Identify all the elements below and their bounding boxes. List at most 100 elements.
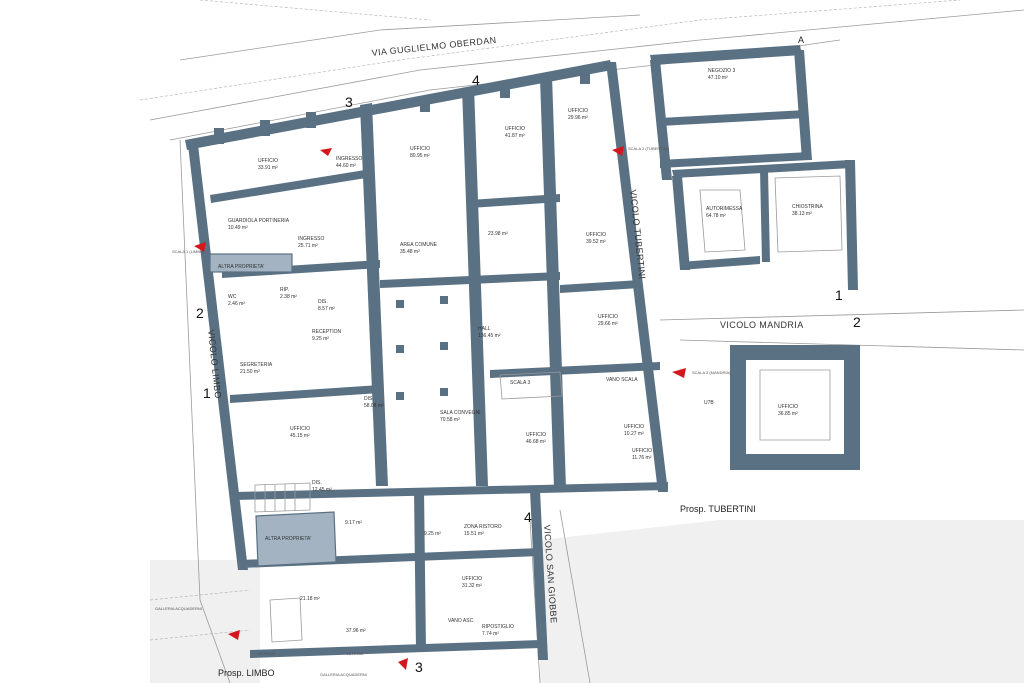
room-area-ingresso-n: 44.60 m² <box>336 163 356 169</box>
room-name-rip1: RIP. <box>280 287 289 293</box>
room-name-ingresso-w: INGRESSO <box>298 236 325 242</box>
room-area-autorimessa: 64.78 m² <box>706 213 726 219</box>
room-name-ingresso-n: INGRESSO <box>336 156 363 162</box>
section-marker-1-right: 1 <box>835 287 843 303</box>
altra-proprieta-2 <box>255 511 337 567</box>
room-name-vano-scala: VANO SCALA <box>606 377 638 383</box>
room-area-sala-convegni: 70.58 m² <box>440 417 460 423</box>
room-name-ufficio-c1: UFFICIO <box>526 432 546 438</box>
section-marker-4-right: 4 <box>524 509 532 525</box>
room-area-room-925: 9.25 m² <box>424 531 441 537</box>
room-name-dis3: DIS. <box>312 480 322 486</box>
room-area-negozio: 47.10 m² <box>708 75 728 81</box>
label-scala3: SCALA 3 (MANDRIA) <box>692 370 731 375</box>
room-name-dis1: DIS. <box>318 299 328 305</box>
label-scala1: SCALA 1 (LIMBO) <box>172 249 205 254</box>
room-name-ufficio-c2: UFFICIO <box>624 424 644 430</box>
room-name-ufficio-n3: UFFICIO <box>568 108 588 114</box>
room-area-guardiola: 10.49 m² <box>228 225 248 231</box>
prospect-limbo: Prosp. LIMBO <box>218 668 275 678</box>
room-name-ufficio-e1: UFFICIO <box>586 232 606 238</box>
street-vicolo-mandria: VICOLO MANDRIA <box>720 320 804 330</box>
section-marker-2-left: 2 <box>196 305 204 321</box>
room-area-dis2: 58.08 m² <box>364 403 384 409</box>
room-area-dis1: 8.57 m² <box>318 306 335 312</box>
room-area-ufficio-nw: 33.91 m² <box>258 165 278 171</box>
label-u7b: U7B <box>704 400 714 406</box>
room-area-area-comune: 35.48 m² <box>400 249 420 255</box>
room-area-ufficio-e1: 39.52 m² <box>586 239 606 245</box>
room-area-ufficio-s: 31.32 m² <box>462 583 482 589</box>
room-area-wc1: 2.46 m² <box>228 301 245 307</box>
room-area-ufficio-c2: 10.27 m² <box>624 431 644 437</box>
room-area-dis3: 12.45 m² <box>312 487 332 493</box>
room-name-dis2: DIS. <box>364 396 374 402</box>
room-area-ingresso-w: 25.71 m² <box>298 243 318 249</box>
ne-block <box>650 45 858 290</box>
room-name-ufficio-n1: UFFICIO <box>410 146 430 152</box>
room-name-ufficio-e2: UFFICIO <box>598 314 618 320</box>
section-marker-4-top: 4 <box>472 72 480 88</box>
room-area-room-3796: 37.96 m² <box>346 628 366 634</box>
room-name-ufficio-s: UFFICIO <box>462 576 482 582</box>
room-area-ufficio-n1: 80.95 m² <box>410 153 430 159</box>
section-marker-a: A <box>798 35 804 45</box>
room-name-segreteria: SEGRETERIA <box>240 362 273 368</box>
room-name-scala3: SCALA 3 <box>510 380 531 386</box>
section-marker-1-left: 1 <box>203 385 211 401</box>
entrance-arrows <box>194 146 686 670</box>
room-name-chiostrina: CHIOSTRINA <box>792 204 824 210</box>
room-name-altra2: ALTRA PROPRIETA' <box>265 536 311 542</box>
room-area-ufficio-e2: 29.66 m² <box>598 321 618 327</box>
room-name-vano-asc: VANO ASC. <box>448 618 475 624</box>
label-vetrina-2: VETRINA <box>346 651 364 656</box>
room-name-autorimessa: AUTORIMESSA <box>706 206 743 212</box>
room-area-room-2118: 21.18 m² <box>300 596 320 602</box>
room-area-room-917: 9.17 m² <box>345 520 362 526</box>
room-name-ufficio-nw: UFFICIO <box>258 158 278 164</box>
altra-proprieta-1 <box>209 253 293 273</box>
room-name-wc1: WC <box>228 294 237 300</box>
room-area-ufficio-w: 45.15 m² <box>290 433 310 439</box>
room-area-ufficio-c3: 11.76 m² <box>632 455 652 461</box>
room-area-rip1: 2.38 m² <box>280 294 297 300</box>
room-name-guardiola: GUARDIOLA PORTINERIA <box>228 218 290 224</box>
room-area-ufficio-n2: 41.87 m² <box>505 133 525 139</box>
u7b-block <box>730 345 860 470</box>
room-name-altra1: ALTRA PROPRIETA' <box>218 264 264 270</box>
prospect-tubertini: Prosp. TUBERTINI <box>680 504 756 514</box>
room-name-sala-convegni: SALA CONVEGNI <box>440 410 481 416</box>
label-scala2: SCALA 2 (TUBERTINI) <box>628 146 670 151</box>
room-name-ufficio-w: UFFICIO <box>290 426 310 432</box>
street-galleria-side: GALLERIA ACQUADERNI <box>155 606 202 611</box>
stairs <box>254 371 563 643</box>
room-area-hall: 136.45 m² <box>478 333 501 339</box>
section-marker-3-bottom: 3 <box>415 659 423 675</box>
room-name-ufficio-n2: UFFICIO <box>505 126 525 132</box>
room-area-zona-ristoro: 15.51 m² <box>464 531 484 537</box>
room-name-ripostiglio: RIPOSTIGLIO <box>482 624 514 630</box>
room-area-chiostrina: 38.13 m² <box>792 211 812 217</box>
street-galleria-bottom: GALLERIA ACQUADERNI <box>320 672 367 677</box>
room-area-ripostiglio: 7.74 m² <box>482 631 499 637</box>
section-marker-2-right: 2 <box>853 314 861 330</box>
room-name-zona-ristoro: ZONA RISTORO <box>464 524 502 530</box>
room-name-area-comune: AREA COMUNE <box>400 242 438 248</box>
room-name-ufficio-c3: UFFICIO <box>632 448 652 454</box>
room-area-ufficio-n3: 29.96 m² <box>568 115 588 121</box>
label-vetrina-1: VETRINA <box>258 651 276 656</box>
room-name-reception: RECEPTION <box>312 329 342 335</box>
surroundings <box>139 0 1024 683</box>
room-name-negozio: NEGOZIO 3 <box>708 68 735 74</box>
street-via-oberdan: VIA GUGLIELMO OBERDAN <box>371 35 497 58</box>
room-area-ufficio-c1: 46.68 m² <box>526 439 546 445</box>
room-area-room-23: 23.98 m² <box>488 231 508 237</box>
room-area-reception: 9.25 m² <box>312 336 329 342</box>
room-name-ufficio-u7b: UFFICIO <box>778 404 798 410</box>
building-walls <box>185 60 668 660</box>
section-marker-3-top: 3 <box>345 94 353 110</box>
room-area-segreteria: 21.50 m² <box>240 369 260 375</box>
room-name-hall: HALL <box>478 326 491 332</box>
